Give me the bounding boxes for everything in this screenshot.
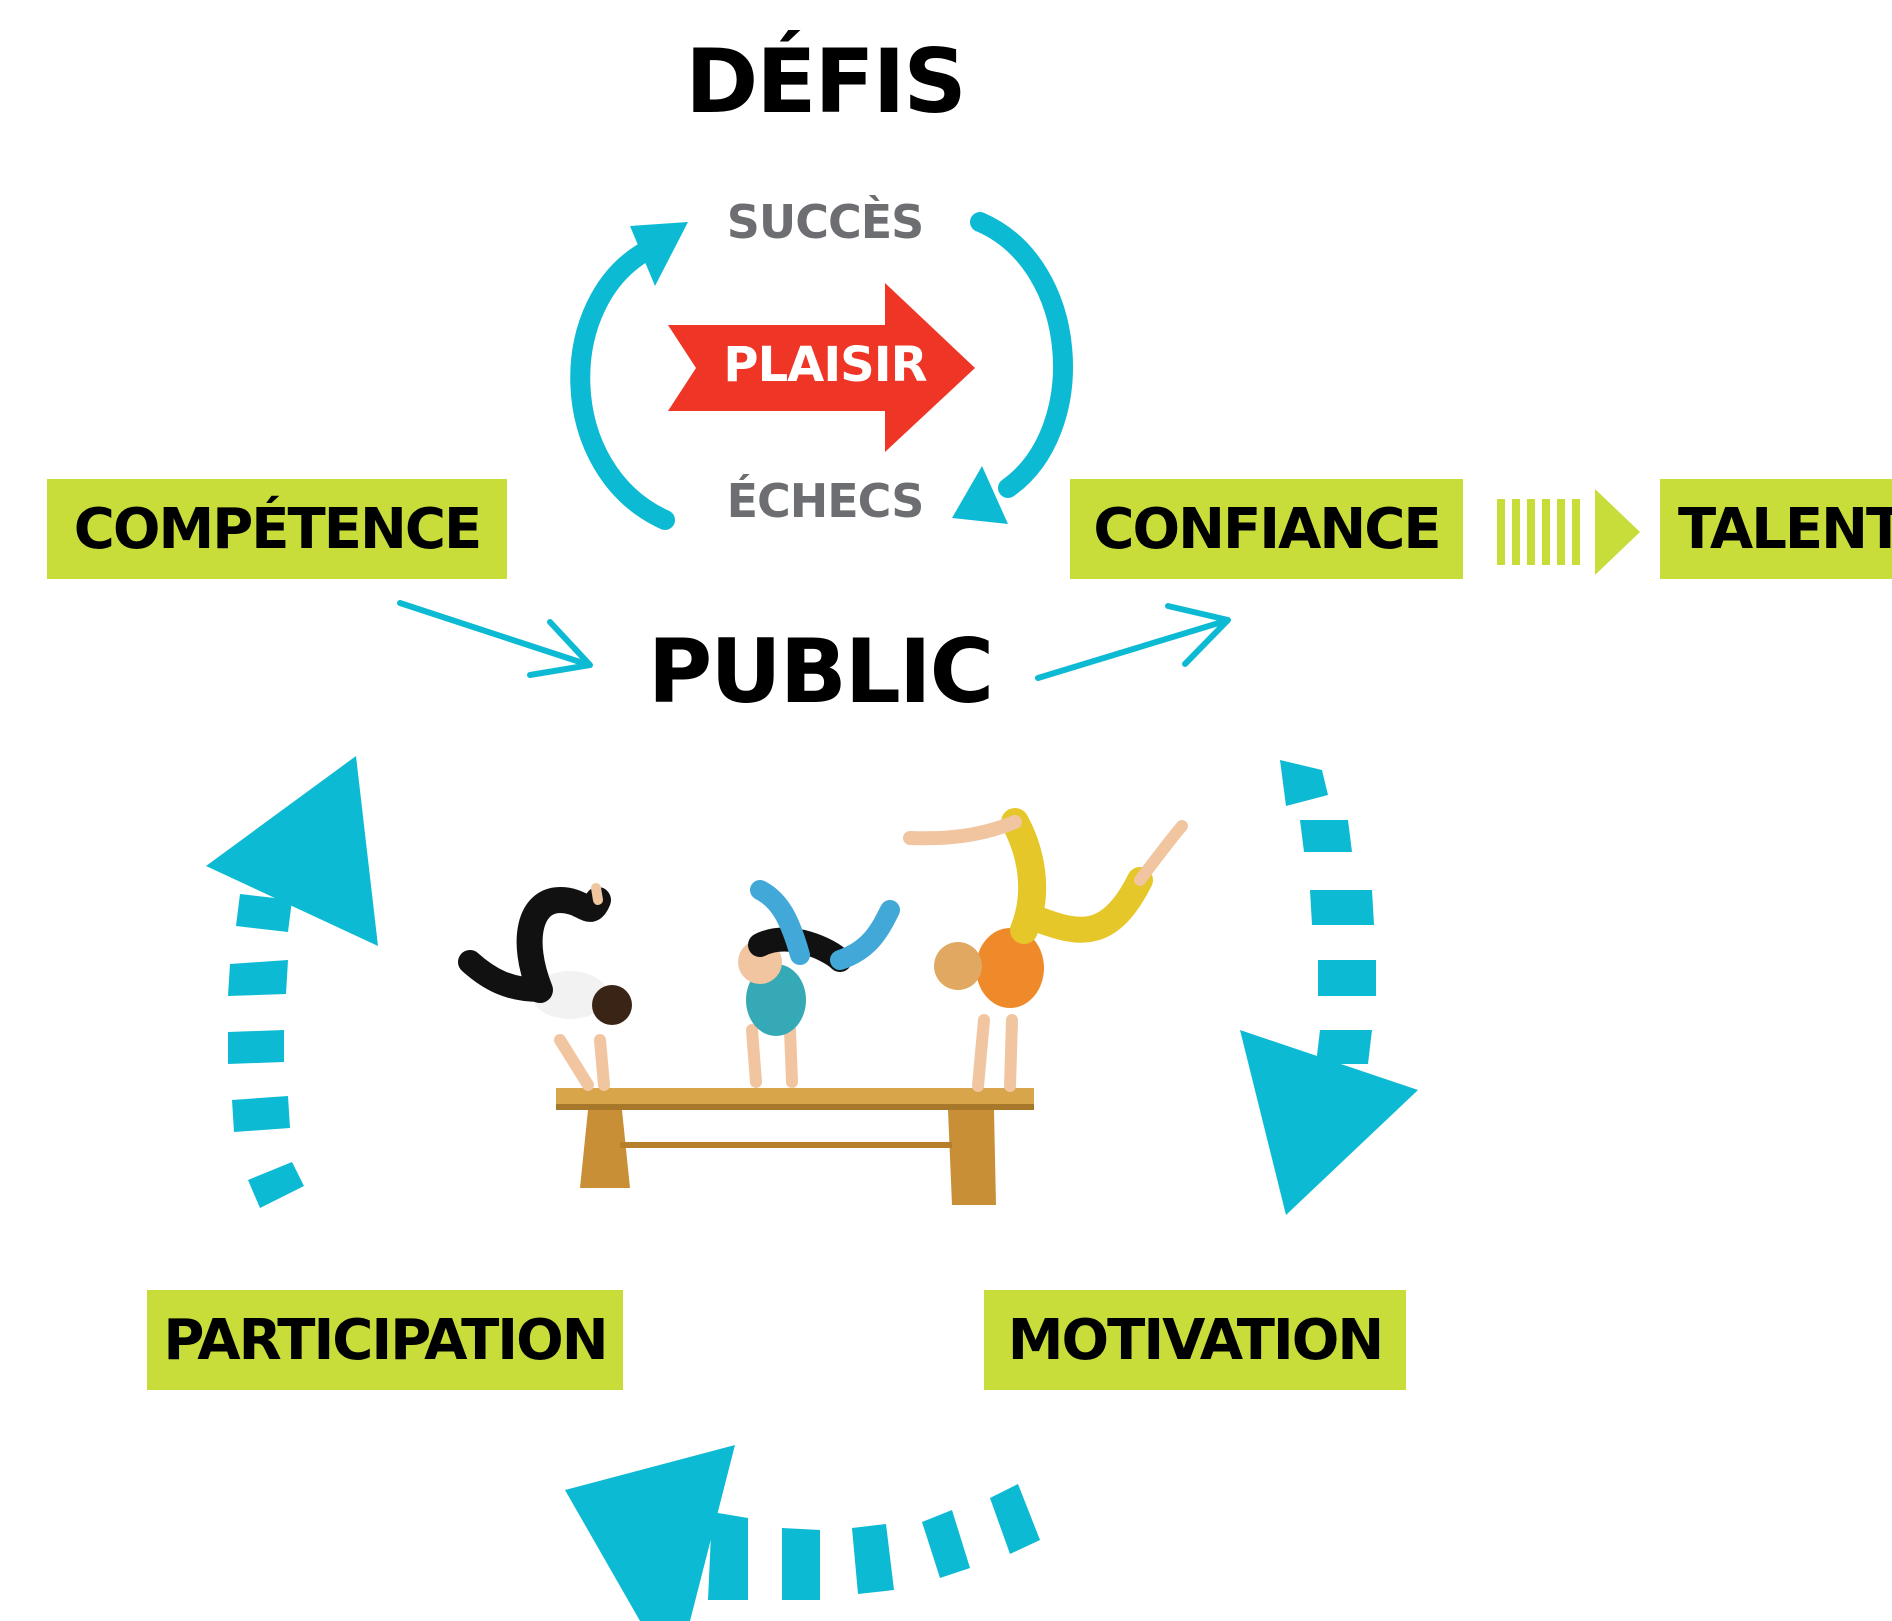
dashed-arrow-bottom	[565, 1445, 1040, 1621]
dashed-arrow-left	[206, 756, 378, 1208]
acrobat-2	[738, 880, 900, 1088]
confiance-box: CONFIANCE	[1070, 479, 1463, 579]
motivation-box: MOTIVATION	[984, 1290, 1406, 1390]
arrow-public-to-confiance-head	[1165, 603, 1231, 667]
cycle-arrow-right-head	[952, 466, 1008, 524]
arrow-competence-to-public-head	[527, 619, 593, 678]
arrow-confiance-to-talent	[1497, 489, 1640, 575]
bench-leg-left	[580, 1110, 630, 1188]
bench-leg-right	[948, 1110, 996, 1205]
dashed-arrow-right	[1240, 760, 1418, 1215]
cycle-arrow-left-head	[630, 222, 688, 286]
competence-box: COMPÉTENCE	[47, 479, 507, 579]
bench-top	[556, 1088, 1034, 1106]
cycle-arrow-right	[970, 212, 1073, 498]
participation-box: PARTICIPATION	[147, 1290, 623, 1390]
public-heading: PUBLIC	[647, 620, 994, 723]
arrow-public-to-confiance	[1035, 619, 1225, 681]
acrobat-3	[903, 808, 1188, 1092]
bench-top-shadow	[556, 1104, 1034, 1110]
arrow-competence-to-public	[397, 600, 586, 666]
defis-heading: DÉFIS	[685, 30, 966, 133]
plaisir-arrow	[668, 283, 975, 452]
cycle-arrow-left	[570, 240, 675, 530]
acrobat-1	[458, 883, 632, 1091]
talent-box: TALENT	[1660, 479, 1892, 579]
plaisir-label: PLAISIR	[723, 337, 927, 393]
acrobats-photo	[458, 808, 1188, 1205]
echecs-label: ÉCHECS	[726, 474, 925, 528]
succes-label: SUCCÈS	[726, 195, 925, 249]
